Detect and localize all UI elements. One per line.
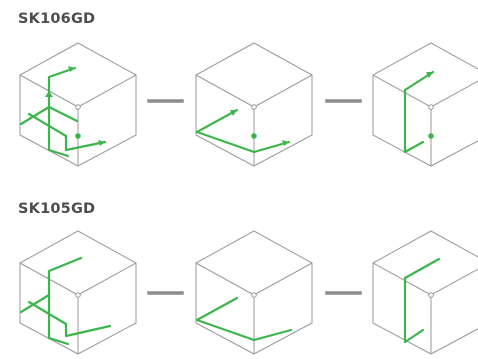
connector-line [147,99,184,103]
sk106gd-cube-view-2 [195,42,313,167]
connector-line [147,291,184,295]
laser-arrowheads [45,66,105,146]
sk106gd-cube-view-1 [19,42,137,167]
sk106gd-views [19,42,478,167]
laser-lines [19,256,112,346]
connector-line [325,99,362,103]
sk105gd-cube-view-2 [195,230,313,355]
plumb-dot [428,133,434,139]
sk106gd-cube-view-3 [372,42,478,167]
laser-lines [403,70,435,154]
laser-lines [19,66,107,158]
plumb-dot [251,133,257,139]
sk105gd-cube-view-3 [372,230,478,355]
laser-lines [195,108,291,154]
sk105gd-views [19,230,478,355]
laser-lines [195,296,293,342]
laser-arrowheads [426,72,433,78]
sk105gd-cube-view-1 [19,230,137,355]
connector-line [325,291,362,295]
laser-arrowheads [230,110,289,146]
laser-lines [403,257,441,344]
section-title: SK106GD [18,11,96,27]
plumb-dot [75,133,81,139]
section-title: SK105GD [18,201,96,217]
